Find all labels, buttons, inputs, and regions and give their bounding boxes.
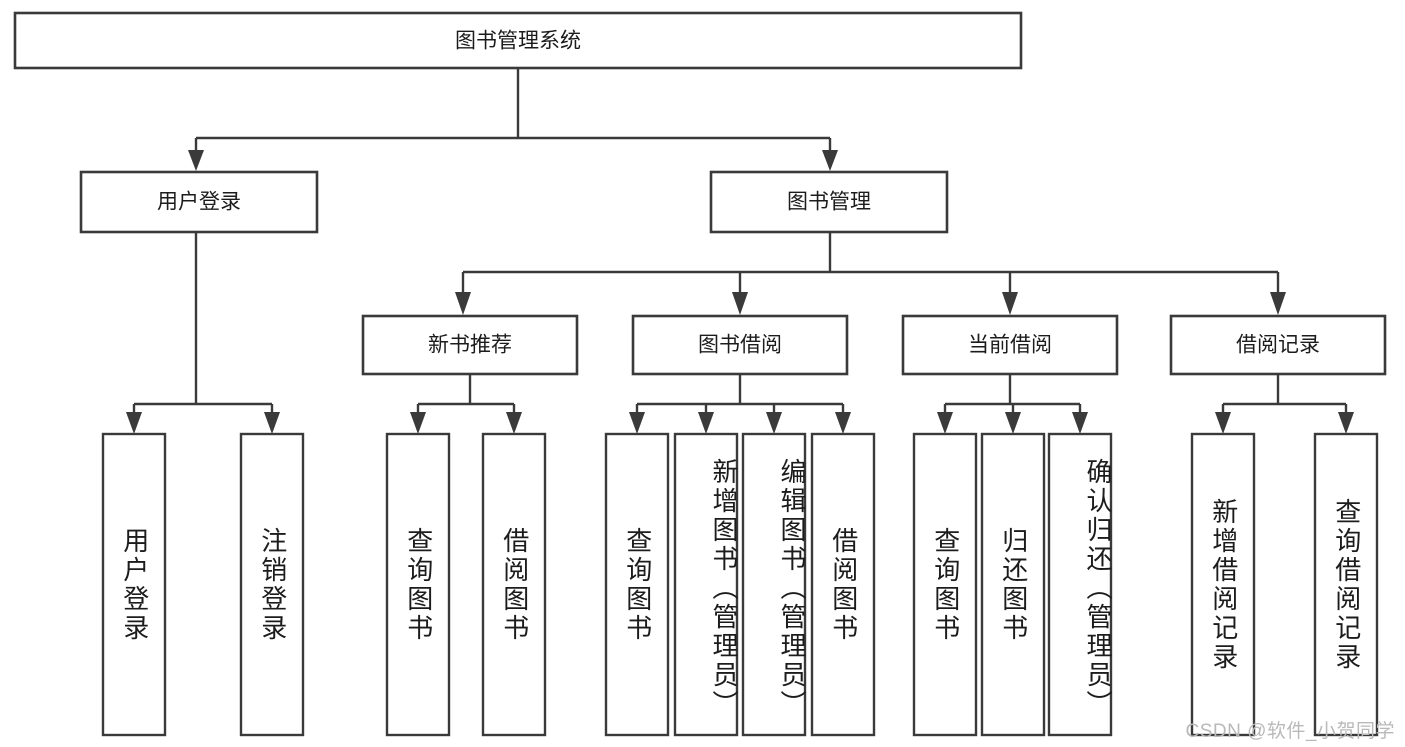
leaf-box-current-borrow-2[interactable] — [980, 432, 1046, 737]
leaf-box-current-borrow-3[interactable] — [1047, 432, 1113, 737]
connectors-book-mgmt-to-level3 — [455, 233, 1286, 315]
connectors-root-to-level2 — [188, 68, 838, 171]
leaf-box-user-login-1[interactable] — [101, 432, 167, 737]
leaf-box-book-borrow-1[interactable] — [604, 432, 670, 737]
leaf-box-borrow-record-2[interactable] — [1313, 432, 1379, 737]
node-root[interactable]: 图书管理系统 — [13, 11, 1023, 70]
node-borrow-record-box[interactable] — [1169, 314, 1387, 376]
node-user-login-label: 用户登录 — [157, 191, 241, 214]
connectors-borrow-record-to-leaves — [1215, 375, 1354, 434]
node-new-book-recommendation-box[interactable] — [361, 314, 579, 376]
node-borrow-record[interactable]: 借阅记录 — [1169, 314, 1387, 376]
arrow-head-current-borrow — [1002, 292, 1018, 315]
arrow-head-user-login — [188, 150, 204, 171]
node-root-label: 图书管理系统 — [455, 30, 581, 53]
connectors-new-book-rec-to-leaves — [410, 375, 522, 434]
leaf-box-borrow-record-1[interactable] — [1190, 432, 1256, 737]
leaf-boxes-borrow-record — [1190, 432, 1379, 737]
node-book-borrow[interactable]: 图书借阅 — [631, 314, 849, 376]
connectors-current-borrow-to-leaves — [937, 375, 1088, 434]
arrow-head-nbr-leaf1 — [410, 412, 426, 434]
node-new-book-recommendation[interactable]: 新书推荐 — [361, 314, 579, 376]
node-book-management-box[interactable] — [709, 170, 949, 234]
node-current-borrow-box[interactable] — [901, 314, 1119, 376]
node-book-management[interactable]: 图书管理 — [709, 170, 949, 234]
node-new-book-recommendation-label: 新书推荐 — [428, 334, 512, 357]
connectors-book-borrow-to-leaves — [629, 375, 851, 434]
arrow-head-cb-leaf3 — [1072, 412, 1088, 434]
node-root-box[interactable] — [13, 11, 1023, 70]
arrow-head-ul-leaf2 — [264, 412, 280, 434]
leaf-boxes-book-borrow — [604, 432, 876, 737]
arrow-head-nbr-leaf2 — [506, 412, 522, 434]
arrow-head-borrow-record — [1270, 292, 1286, 315]
node-current-borrow-label: 当前借阅 — [968, 334, 1052, 357]
csdn-watermark: CSDN @软件_小贺同学 — [1185, 721, 1395, 742]
arrow-head-new-book-rec — [455, 292, 471, 315]
node-borrow-record-label: 借阅记录 — [1236, 334, 1320, 357]
leaf-boxes-new-book-rec — [385, 432, 547, 737]
arrow-head-bb-leaf4 — [835, 412, 851, 434]
leaf-box-new-book-rec-2[interactable] — [481, 432, 547, 737]
leaf-box-current-borrow-1[interactable] — [912, 432, 978, 737]
arrow-head-br-leaf1 — [1215, 412, 1231, 434]
leaf-boxes-current-borrow — [912, 432, 1113, 737]
leaf-box-book-borrow-3[interactable] — [741, 432, 807, 737]
leaf-box-user-login-2[interactable] — [239, 432, 305, 737]
arrow-head-br-leaf2 — [1338, 412, 1354, 434]
arrow-head-bb-leaf2 — [698, 412, 714, 434]
connectors-user-login-to-leaves — [126, 233, 280, 434]
arrow-head-bb-leaf1 — [629, 412, 645, 434]
arrow-head-ul-leaf1 — [126, 412, 142, 434]
node-book-management-label: 图书管理 — [787, 191, 871, 214]
arrow-head-cb-leaf2 — [1005, 412, 1021, 434]
node-current-borrow[interactable]: 当前借阅 — [901, 314, 1119, 376]
leaf-box-book-borrow-2[interactable] — [673, 432, 739, 737]
arrow-head-book-borrow — [732, 292, 748, 315]
node-user-login-box[interactable] — [79, 170, 319, 234]
arrow-head-bb-leaf3 — [766, 412, 782, 434]
arrow-head-cb-leaf1 — [937, 412, 953, 434]
leaf-box-new-book-rec-1[interactable] — [385, 432, 451, 737]
node-user-login[interactable]: 用户登录 — [79, 170, 319, 234]
leaf-boxes-user-login — [101, 432, 305, 737]
arrow-head-book-mgmt — [822, 150, 838, 171]
leaf-box-book-borrow-4[interactable] — [810, 432, 876, 737]
node-book-borrow-label: 图书借阅 — [698, 334, 782, 357]
node-book-borrow-box[interactable] — [631, 314, 849, 376]
